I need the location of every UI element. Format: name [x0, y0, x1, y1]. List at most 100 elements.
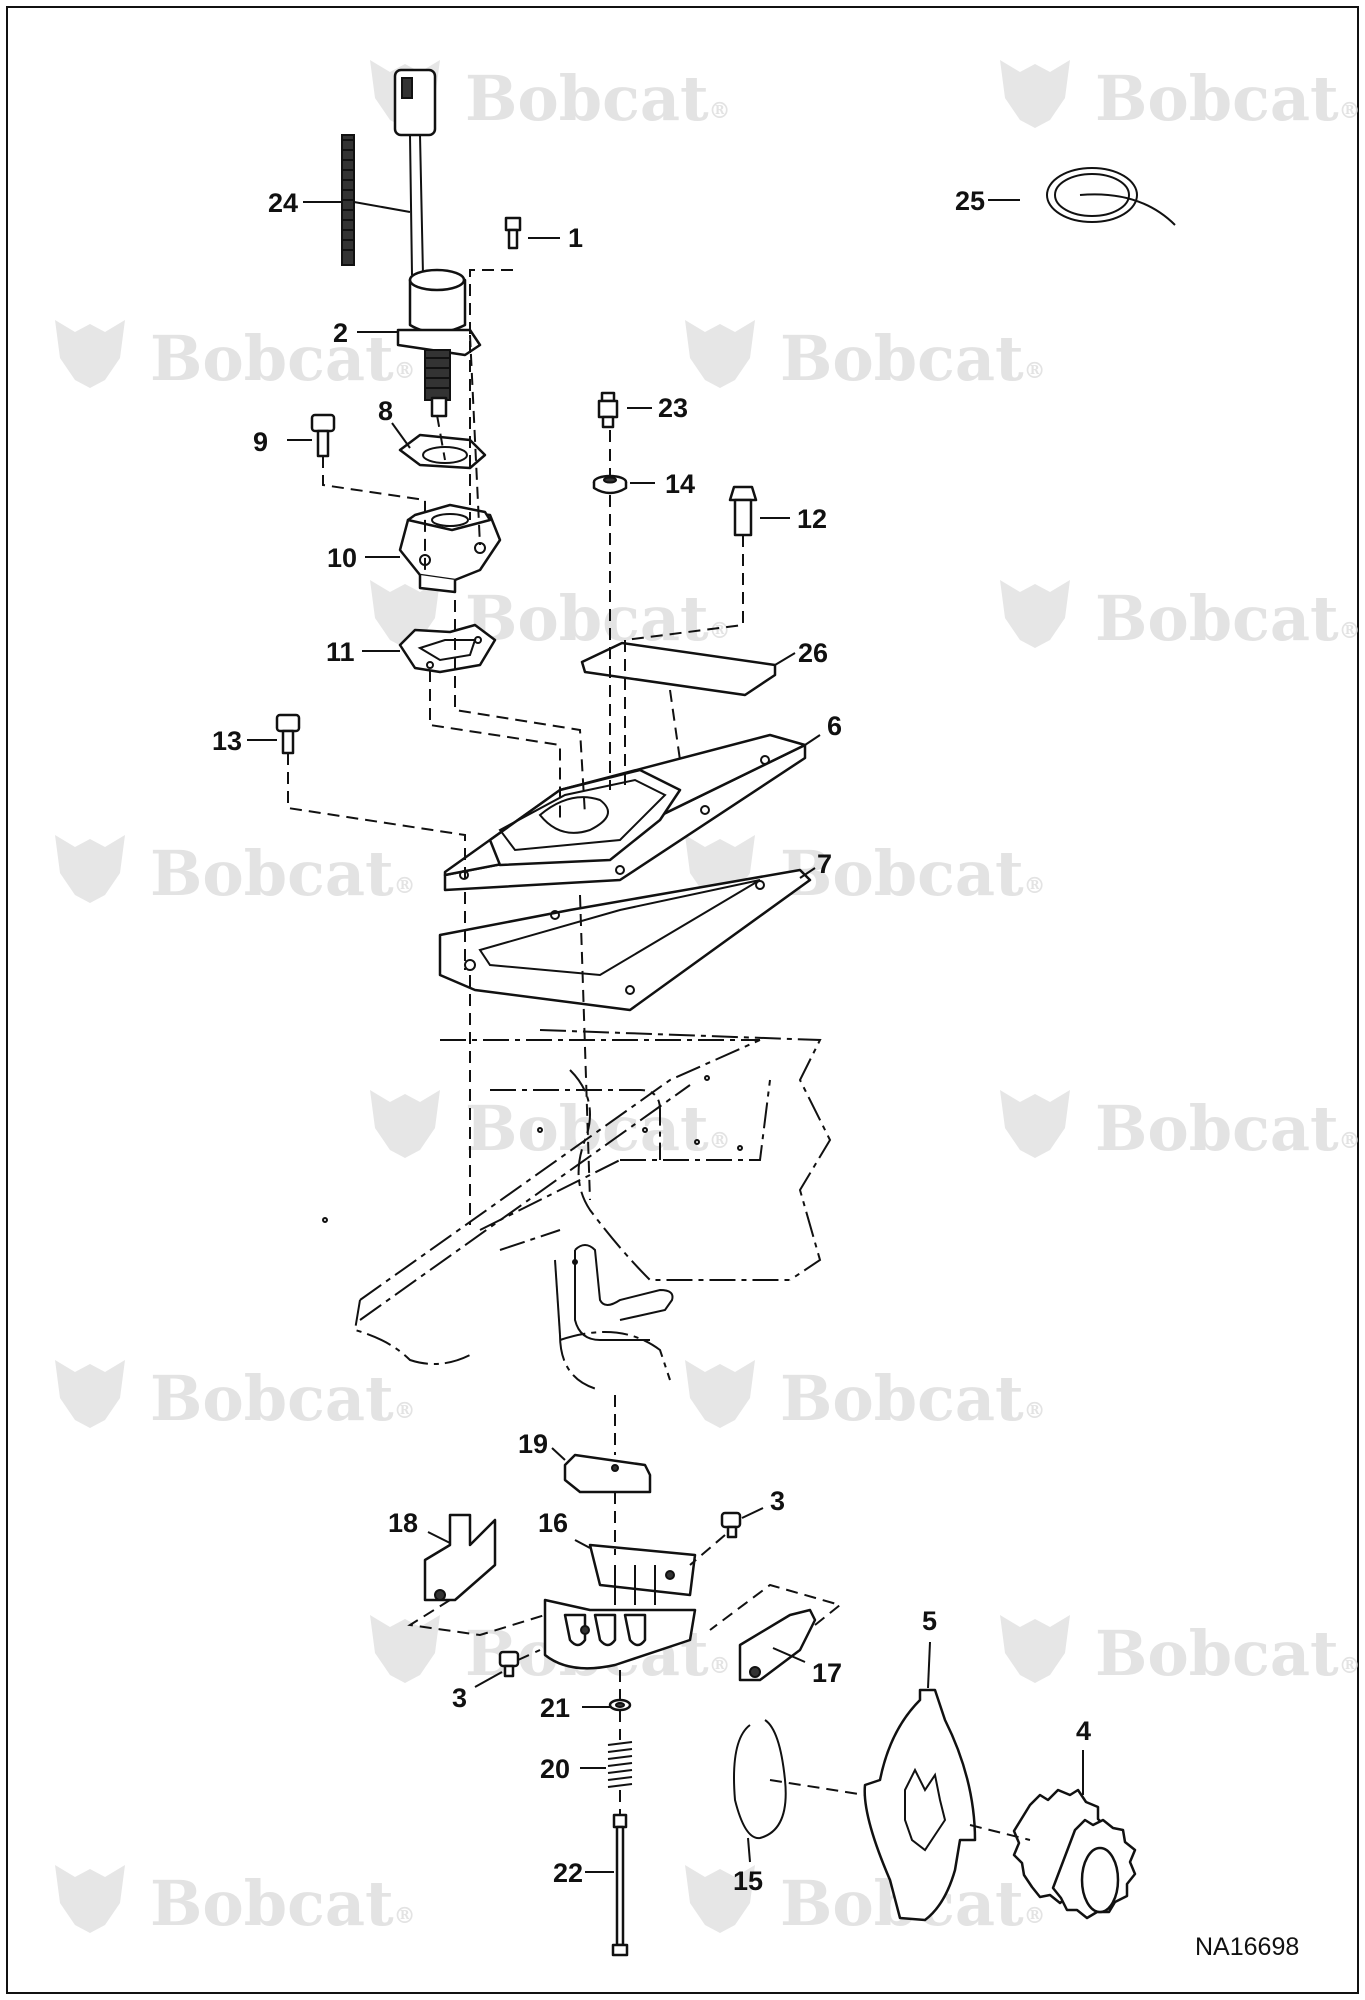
part-20-spring [607, 1741, 633, 1788]
svg-text:Bobcat®: Bobcat® [150, 322, 416, 395]
part-17-bracket [738, 1608, 817, 1682]
drawing-number: NA16698 [1195, 1933, 1299, 1961]
watermark-reg: ® [1024, 1398, 1046, 1424]
callout-8: 8 [378, 396, 393, 426]
callout-24: 24 [268, 188, 298, 218]
part-18-bracket [423, 1513, 497, 1602]
callout-3a: 3 [770, 1486, 785, 1516]
watermark-reg: ® [394, 358, 416, 384]
svg-text:Bobcat®: Bobcat® [465, 582, 731, 655]
svg-text:Bobcat®: Bobcat® [1095, 62, 1361, 135]
watermark-text: Bobcat [150, 1867, 394, 1940]
part-13-bolt [275, 713, 301, 755]
assembly-lines [287, 269, 1031, 1841]
watermark-reg: ® [1339, 1653, 1361, 1679]
callout-23: 23 [658, 393, 688, 423]
part-19-block [563, 1453, 652, 1494]
part-26-cover [580, 641, 777, 697]
bobcat-logo-icon [370, 1090, 440, 1158]
callout-19: 19 [518, 1429, 548, 1459]
svg-text:Bobcat®: Bobcat® [465, 62, 731, 135]
svg-text:Bobcat®: Bobcat® [465, 1092, 731, 1165]
part-22-pin [611, 1813, 629, 1957]
callout-6: 6 [827, 711, 842, 741]
part-4-sprocket [1012, 1788, 1137, 1920]
watermark-text: Bobcat [780, 322, 1024, 395]
watermark-reg: ® [1339, 1128, 1361, 1154]
watermark-reg: ® [394, 1903, 416, 1929]
watermark-reg: ® [394, 1398, 416, 1424]
watermark-reg: ® [1339, 98, 1361, 124]
svg-text:Bobcat®: Bobcat® [1095, 1617, 1361, 1690]
watermark-text: Bobcat [1095, 1617, 1339, 1690]
part-21-washer [608, 1698, 632, 1712]
watermark-text: Bobcat [150, 837, 394, 910]
callout-1: 1 [568, 223, 583, 253]
watermark-text: Bobcat [1095, 582, 1339, 655]
watermark-reg: ® [709, 1128, 731, 1154]
svg-text:Bobcat®: Bobcat® [1095, 582, 1361, 655]
bobcat-logo-icon [685, 320, 755, 388]
callout-25: 25 [955, 186, 985, 216]
callout-12: 12 [797, 504, 827, 534]
watermark-reg: ® [1024, 873, 1046, 899]
part-24-threaded-rod [341, 134, 355, 266]
callout-26: 26 [798, 638, 828, 668]
svg-text:Bobcat®: Bobcat® [780, 322, 1046, 395]
callout-3b: 3 [452, 1683, 467, 1713]
watermark-reg: ® [709, 618, 731, 644]
watermark-text: Bobcat [780, 1362, 1024, 1435]
watermark-text: Bobcat [465, 62, 709, 135]
bobcat-logo-icon [55, 835, 125, 903]
watermark-reg: ® [1024, 1903, 1046, 1929]
callout-10: 10 [327, 543, 357, 573]
part-12-bolt [728, 485, 758, 537]
bobcat-logo-icon [685, 1360, 755, 1428]
watermark-layer: Bobcat® Bobcat® Bobcat® Bobcat® Bobcat® … [55, 60, 1361, 1940]
bobcat-logo-icon [370, 1615, 440, 1683]
chassis-phantom [322, 1029, 832, 1391]
callout-13: 13 [212, 726, 242, 756]
watermark-text: Bobcat [1095, 62, 1339, 135]
callout-9: 9 [253, 427, 268, 457]
svg-text:Bobcat®: Bobcat® [150, 837, 416, 910]
part-8-oring [398, 433, 487, 470]
part-6-plate [443, 733, 807, 892]
part-14-grommet [592, 474, 628, 495]
svg-text:Bobcat®: Bobcat® [780, 837, 1046, 910]
watermark-reg: ® [1339, 618, 1361, 644]
callout-4: 4 [1076, 1716, 1091, 1746]
callout-20: 20 [540, 1754, 570, 1784]
bobcat-logo-icon [55, 1865, 125, 1933]
part-23-fitting [597, 391, 619, 429]
part-7-gasket [438, 868, 812, 1012]
callout-7: 7 [817, 849, 832, 879]
part-15-snap-ring [733, 1719, 787, 1840]
part-2-solenoid [393, 68, 482, 418]
bobcat-logo-icon [55, 320, 125, 388]
watermark-reg: ® [709, 98, 731, 124]
drawing-frame [6, 6, 1359, 1994]
part-9-bolt [310, 413, 336, 458]
callout-21: 21 [540, 1693, 570, 1723]
part-5-plate [863, 1688, 977, 1922]
svg-text:Bobcat®: Bobcat® [150, 1867, 416, 1940]
leader-lines [247, 199, 1084, 1873]
watermark-reg: ® [1024, 358, 1046, 384]
watermark-reg: ® [709, 1653, 731, 1679]
watermark-text: Bobcat [150, 322, 394, 395]
callout-22: 22 [553, 1858, 583, 1888]
part-3a-screw [720, 1511, 742, 1539]
part-25-hose [1046, 167, 1176, 226]
part-10-valve-body [398, 503, 502, 594]
watermark-text: Bobcat [1095, 1092, 1339, 1165]
svg-text:Bobcat®: Bobcat® [780, 1362, 1046, 1435]
svg-text:Bobcat®: Bobcat® [1095, 1092, 1361, 1165]
callout-18: 18 [388, 1508, 418, 1538]
part-16-lever [543, 1543, 697, 1670]
callout-14: 14 [665, 469, 695, 499]
svg-text:Bobcat®: Bobcat® [150, 1362, 416, 1435]
watermark-reg: ® [394, 873, 416, 899]
bobcat-logo-icon [1000, 1090, 1070, 1158]
